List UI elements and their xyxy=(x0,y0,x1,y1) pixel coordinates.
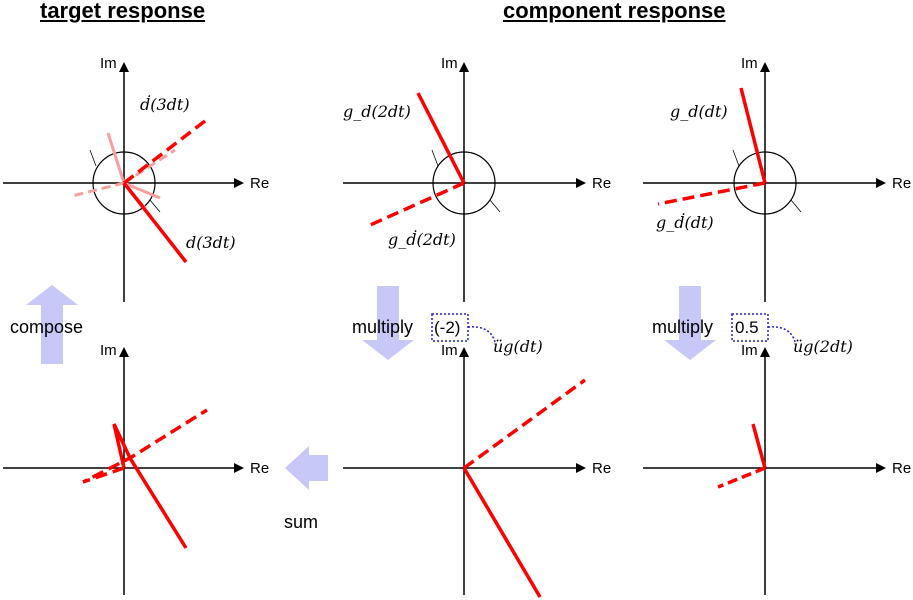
unit-circle xyxy=(733,151,797,215)
im-axis-arrowhead xyxy=(119,347,129,357)
panel-component-dt-bottom: Im Re xyxy=(643,342,911,595)
label-ug-2dt: üg(2dt) xyxy=(793,337,853,356)
im-label: Im xyxy=(100,342,117,359)
circle-tick xyxy=(489,199,501,213)
label-d-dot-3dt: ḋ(3dt) xyxy=(140,94,190,114)
circle-tick xyxy=(790,199,802,213)
unit-circle xyxy=(432,151,496,215)
vector-g-ddot-2dt xyxy=(367,181,465,228)
im-label: Im xyxy=(441,342,458,359)
label-g-ddot-dt: g_ḋ(dt) xyxy=(656,212,714,232)
label-ug-dt: üg(dt) xyxy=(493,337,543,356)
faded-vector xyxy=(123,181,161,200)
vector-d-3dt xyxy=(122,181,188,264)
re-label: Re xyxy=(250,460,269,477)
vector-scaled-solid xyxy=(462,467,542,598)
down-arrow-shape xyxy=(362,286,414,360)
vector-composed-solid xyxy=(112,423,188,549)
down-arrow-shape xyxy=(664,286,716,360)
im-label: Im xyxy=(441,55,458,72)
label-g-d-dt: g_d(dt) xyxy=(670,102,728,121)
label-g-d-2dt: g_d(2dt) xyxy=(343,102,411,121)
multiply-label: multiply xyxy=(352,317,413,337)
sum-arrow: sum xyxy=(284,446,328,532)
panel-target-bottom: Im Re xyxy=(3,342,269,595)
vector-g-d-2dt xyxy=(416,92,466,184)
re-label: Re xyxy=(250,175,269,192)
left-arrow-shape xyxy=(285,446,328,490)
panel-component-2dt-bottom: Im Re xyxy=(343,342,611,598)
faded-vector xyxy=(106,132,126,184)
vector-scaled-solid xyxy=(751,423,767,469)
vector-scaled-dashed xyxy=(717,466,766,489)
faded-vector-dashed xyxy=(71,181,125,198)
heading-target-response: target response xyxy=(40,0,206,23)
factor-value: (-2) xyxy=(434,318,460,337)
im-label: Im xyxy=(741,342,758,359)
panel-target-top: Im Re ḋ(3dt) d(3dt) xyxy=(3,55,269,302)
panel-component-dt-top: Im Re g_d(dt) g_ḋ(dt) xyxy=(643,55,911,302)
compose-label: compose xyxy=(10,317,83,337)
vector-g-d-dt xyxy=(739,87,767,184)
re-axis-arrowhead xyxy=(234,178,244,188)
faded-vector-dashed xyxy=(123,148,176,185)
factor-box xyxy=(731,313,769,342)
circle-tick xyxy=(149,199,161,213)
vector-scaled-dashed xyxy=(462,378,587,470)
factor-value: 0.5 xyxy=(735,318,759,337)
compose-arrow: compose xyxy=(10,285,83,364)
re-label: Re xyxy=(892,460,911,477)
circle-tick xyxy=(89,149,97,167)
re-label: Re xyxy=(592,175,611,192)
panel-component-2dt-top: Im Re g_d(2dt) g_ḋ(2dt) xyxy=(343,55,611,302)
vector-composed-dashed xyxy=(82,408,208,484)
vector-g-ddot-dt xyxy=(657,181,766,206)
up-arrow-shape xyxy=(26,285,78,364)
re-axis-arrowhead xyxy=(234,463,244,473)
im-axis-arrowhead xyxy=(119,62,129,72)
im-axis-arrowhead xyxy=(459,347,469,357)
label-g-ddot-2dt: g_ḋ(2dt) xyxy=(388,229,456,249)
re-label: Re xyxy=(592,460,611,477)
heading-component-response: component response xyxy=(503,0,726,23)
unit-circle xyxy=(92,151,156,215)
sum-label: sum xyxy=(284,512,318,532)
re-axis-arrowhead xyxy=(876,178,886,188)
multiply-label: multiply xyxy=(652,317,713,337)
factor-box xyxy=(431,313,469,342)
re-label: Re xyxy=(892,175,911,192)
im-label: Im xyxy=(741,55,758,72)
dotted-connector xyxy=(767,326,796,343)
im-axis-arrowhead xyxy=(760,347,770,357)
re-axis-arrowhead xyxy=(576,463,586,473)
circle-tick xyxy=(732,149,740,167)
im-axis-arrowhead xyxy=(760,62,770,72)
re-axis-arrowhead xyxy=(876,463,886,473)
multiply-group-1: multiply (-2) üg(dt) xyxy=(352,286,543,360)
label-d-3dt: d(3dt) xyxy=(186,233,236,252)
re-axis-arrowhead xyxy=(576,178,586,188)
im-axis-arrowhead xyxy=(459,62,469,72)
multiply-group-2: multiply 0.5 üg(2dt) xyxy=(652,286,853,360)
dotted-connector xyxy=(467,326,496,343)
circle-tick xyxy=(431,149,439,167)
im-label: Im xyxy=(100,55,117,72)
